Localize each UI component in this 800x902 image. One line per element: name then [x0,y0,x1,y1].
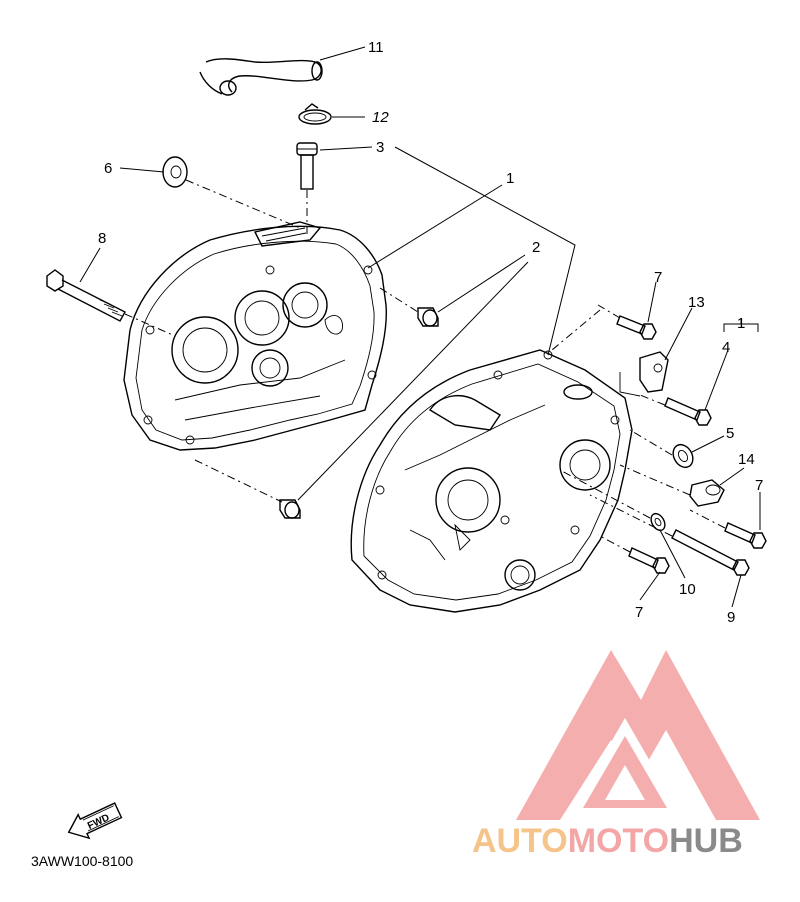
washer-10-part [650,512,666,532]
svg-text:AUTOMOTOHUB: AUTOMOTOHUB [472,822,743,860]
watermark-wordmark: AUTOMOTOHUB [472,822,743,860]
bolt-7-upper-part [616,315,657,340]
callout-12: 12 [372,109,389,126]
callout-7c: 7 [635,604,643,621]
clip-14-part [689,479,725,507]
bolt-7-lower-part [628,547,670,574]
washer-6-part [162,156,188,188]
right-crankcase-half [350,349,633,613]
callout-6: 6 [104,160,112,177]
watermark-hub: HUB [669,822,743,860]
breather-fitting-part [296,142,318,190]
callout-14: 14 [738,451,755,468]
fwd-arrow: FWD [67,802,123,840]
callout-9: 9 [727,609,735,626]
callout-8: 8 [98,230,106,247]
bolt-7-right-part [724,522,767,549]
callout-labels: 11 12 3 6 1 8 2 7 13 1 4 5 14 7 10 7 9 [98,39,763,626]
callout-2: 2 [532,239,540,256]
alignment-lines [124,179,726,553]
left-crankcase-half [123,221,388,451]
callout-10: 10 [679,581,696,598]
dowel-pin-upper [417,307,439,327]
callout-5: 5 [726,425,734,442]
watermark-auto: AUTO [472,822,568,860]
callout-7b: 7 [755,477,763,494]
leader-lines [79,46,761,608]
callout-1b: 1 [737,315,745,332]
hose-clip-part [298,103,332,125]
plate-13-part [619,351,669,397]
callout-1a: 1 [506,170,514,187]
callout-7a: 7 [654,269,662,286]
washer-5-part [672,443,694,469]
long-bolt-9-part [671,529,750,576]
callout-11: 11 [368,39,384,56]
drawing-code: 3AWW100-8100 [31,853,134,869]
callout-13: 13 [688,294,705,311]
dowel-pin-lower [279,499,301,519]
bolt-4-part [664,397,712,426]
watermark-logo [516,650,760,820]
long-bolt-8-part [46,269,126,322]
callout-3: 3 [376,139,384,156]
watermark-moto: MOTO [568,822,669,860]
callout-4: 4 [722,339,730,356]
breather-hose-part [199,58,323,96]
